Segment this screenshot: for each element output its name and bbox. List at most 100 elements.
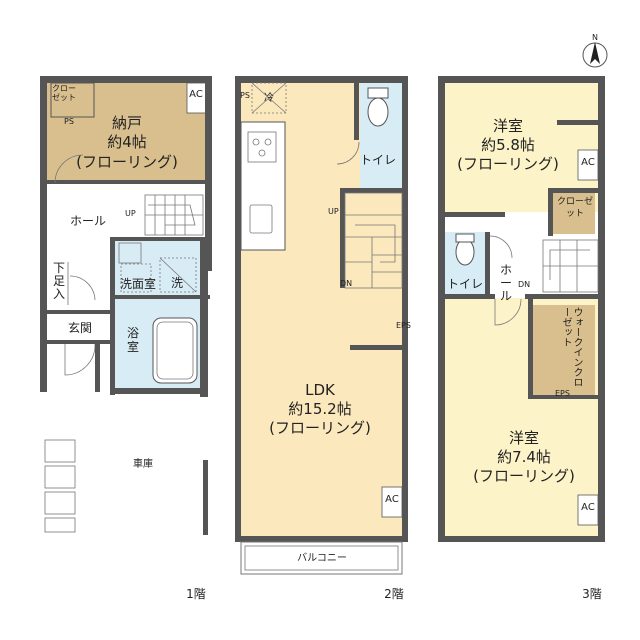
wall <box>557 120 598 125</box>
f1-floor-label: 1階 <box>186 586 206 601</box>
f3-eps: EPS <box>555 389 570 398</box>
f2-stairs <box>344 192 403 289</box>
wall <box>235 76 408 83</box>
circle <box>258 149 266 157</box>
f1-storage-name: 納戸 <box>112 114 142 132</box>
sink-icon <box>118 242 142 264</box>
wall <box>40 340 110 344</box>
wall <box>354 82 359 140</box>
f3-hall-1: ホ <box>500 263 512 277</box>
f3-floor-label: 3階 <box>582 586 602 601</box>
f3-walkin: ウォークインクローゼット <box>560 307 582 387</box>
f1-shoe-3: 入 <box>53 287 65 301</box>
compass: N <box>582 33 608 68</box>
f2-toilet-door <box>336 141 360 165</box>
f3-toilet-door <box>489 235 513 259</box>
f3-walkin-area <box>533 305 595 395</box>
wall <box>528 395 598 399</box>
f1-washer-label: 洗 <box>171 276 183 290</box>
f1-closet-text: クローゼット <box>52 84 76 102</box>
f1-ac: AC <box>189 89 203 100</box>
floor-3: 洋室 約5.8帖 (フローリング) AC クローゼット トイレ ホ ー ル DN… <box>438 76 605 601</box>
f1-closet <box>50 82 95 118</box>
f2-balcony <box>240 541 403 575</box>
wall <box>402 76 408 542</box>
f3-room2-name: 洋室 <box>509 429 539 447</box>
f3-room1-floor: (フローリング) <box>457 155 559 173</box>
wall <box>40 76 47 392</box>
stove-icon <box>247 131 277 163</box>
f3-toilet: トイレ <box>447 277 483 291</box>
f1-hall: ホール <box>70 214 106 228</box>
f2-dn: DN <box>340 279 352 288</box>
f3-stairs <box>542 239 599 293</box>
north-arrow-icon <box>590 42 600 64</box>
f2-ac-box <box>381 486 403 518</box>
wall <box>438 536 605 542</box>
f1-shoe-1: 下 <box>53 261 65 275</box>
f3-ac2-box <box>577 494 599 526</box>
f2-up: UP <box>328 207 339 216</box>
wall <box>548 188 598 193</box>
f2-ldk-floor: (フローリング) <box>269 419 371 437</box>
rect <box>367 87 389 99</box>
f2-eps: EPS <box>396 321 411 330</box>
compass-label: N <box>592 33 598 42</box>
washer-cross-a <box>159 257 197 293</box>
washroom-mat <box>120 263 152 293</box>
f3-room1-name: 洋室 <box>493 117 523 135</box>
circle <box>264 138 272 146</box>
f1-garage: 車庫 <box>133 457 153 470</box>
wall <box>95 344 100 392</box>
wall <box>445 294 495 299</box>
f3-room1-size: 約5.8帖 <box>481 136 535 154</box>
f1-storage-size: 約4帖 <box>107 133 147 151</box>
washer-space <box>159 257 197 293</box>
circle <box>252 138 260 146</box>
wall <box>340 188 402 193</box>
f3-dn: DN <box>518 280 530 289</box>
wall <box>110 295 210 299</box>
bathtub-icon <box>152 317 198 384</box>
fridge-space <box>251 82 287 114</box>
f1-washroom <box>115 241 200 295</box>
f1-entrance: 玄関 <box>68 320 92 335</box>
wall <box>350 345 402 350</box>
f1-storage-floor: (フローリング) <box>76 153 178 171</box>
f2-ldk-name: LDK <box>305 381 336 399</box>
wall <box>528 299 533 395</box>
f1-bath-label-2: 室 <box>127 339 139 354</box>
f3-room2-floor: (フローリング) <box>473 467 575 485</box>
f1-shoe-2: 足 <box>53 274 65 288</box>
rect <box>455 233 475 243</box>
line <box>251 82 287 114</box>
wall <box>205 76 212 271</box>
f3-hall-3: ル <box>500 289 512 303</box>
wall <box>40 310 115 314</box>
wall <box>525 294 598 299</box>
f3-ac1-box <box>577 149 599 181</box>
f1-ps: PS <box>64 117 74 126</box>
f1-stairs <box>144 194 204 236</box>
wall <box>203 460 208 535</box>
f1-shoe-door <box>69 275 96 301</box>
f2-ac: AC <box>385 494 399 505</box>
bathtub-inner <box>156 321 194 380</box>
f3-ac1: AC <box>581 157 595 168</box>
wall <box>110 388 208 394</box>
wall <box>340 188 345 288</box>
kitchen-sink-icon <box>249 204 273 234</box>
f2-ps: PS <box>240 91 250 100</box>
wall <box>235 536 408 542</box>
wall <box>235 76 241 542</box>
f3-ac2: AC <box>581 502 595 513</box>
wall <box>200 237 208 397</box>
wall <box>40 76 212 83</box>
wall <box>438 76 445 542</box>
wall <box>47 180 212 184</box>
f1-storage-door <box>54 154 84 184</box>
f3-room2-size: 約7.4帖 <box>497 448 551 466</box>
wall <box>548 188 553 236</box>
wall <box>598 76 605 542</box>
f2-ldk-size: 約15.2帖 <box>288 400 351 418</box>
